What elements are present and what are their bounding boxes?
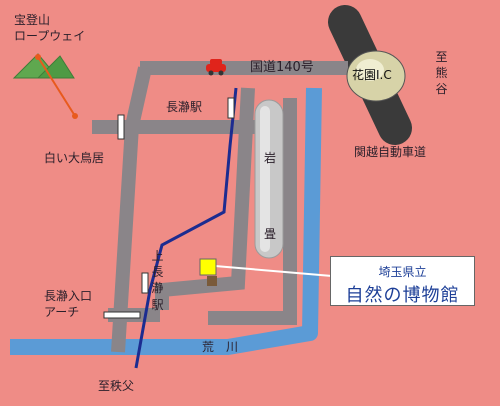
nagatoro-station-marker (227, 97, 235, 119)
ic-label: 花園I.C (352, 68, 392, 82)
ropeway-label-1: 宝登山 (14, 13, 51, 27)
nagatoro-station-label: 長瀞駅 (166, 100, 203, 114)
to-kumagaya-label: 至熊谷 (435, 50, 448, 97)
iwadatami-label: 岩畳 (263, 151, 276, 241)
arch-label-1: 長瀞入口 (44, 289, 93, 303)
arakawa-label: 荒 川 (202, 340, 239, 354)
ic-marker (346, 50, 406, 102)
museum-label-2: 自然の博物館 (345, 285, 460, 306)
railway (134, 87, 238, 369)
torii-icon (117, 114, 125, 140)
kami-nagatoro-label: 上長瀞駅 (151, 249, 164, 312)
arch-icon (103, 311, 141, 319)
museum-callout: 埼玉県立 自然の博物館 (330, 256, 475, 306)
route140-label: 国道140号 (250, 60, 314, 75)
shiroi-torii-label: 白い大鳥居 (44, 151, 105, 165)
mountain-icon (12, 53, 78, 119)
iwadatami-rocks (254, 99, 284, 259)
to-chichibu-label: 至秩父 (98, 379, 135, 393)
museum-label-1: 埼玉県立 (378, 265, 427, 279)
ropeway-label-2: ロープウェイ (14, 29, 86, 43)
car-icon (206, 59, 226, 76)
expressway-label: 関越自動車道 (354, 145, 427, 159)
kami-nagatoro-station-marker (141, 272, 149, 294)
museum-marker (199, 258, 217, 276)
arch-label-2: アーチ (44, 305, 80, 319)
